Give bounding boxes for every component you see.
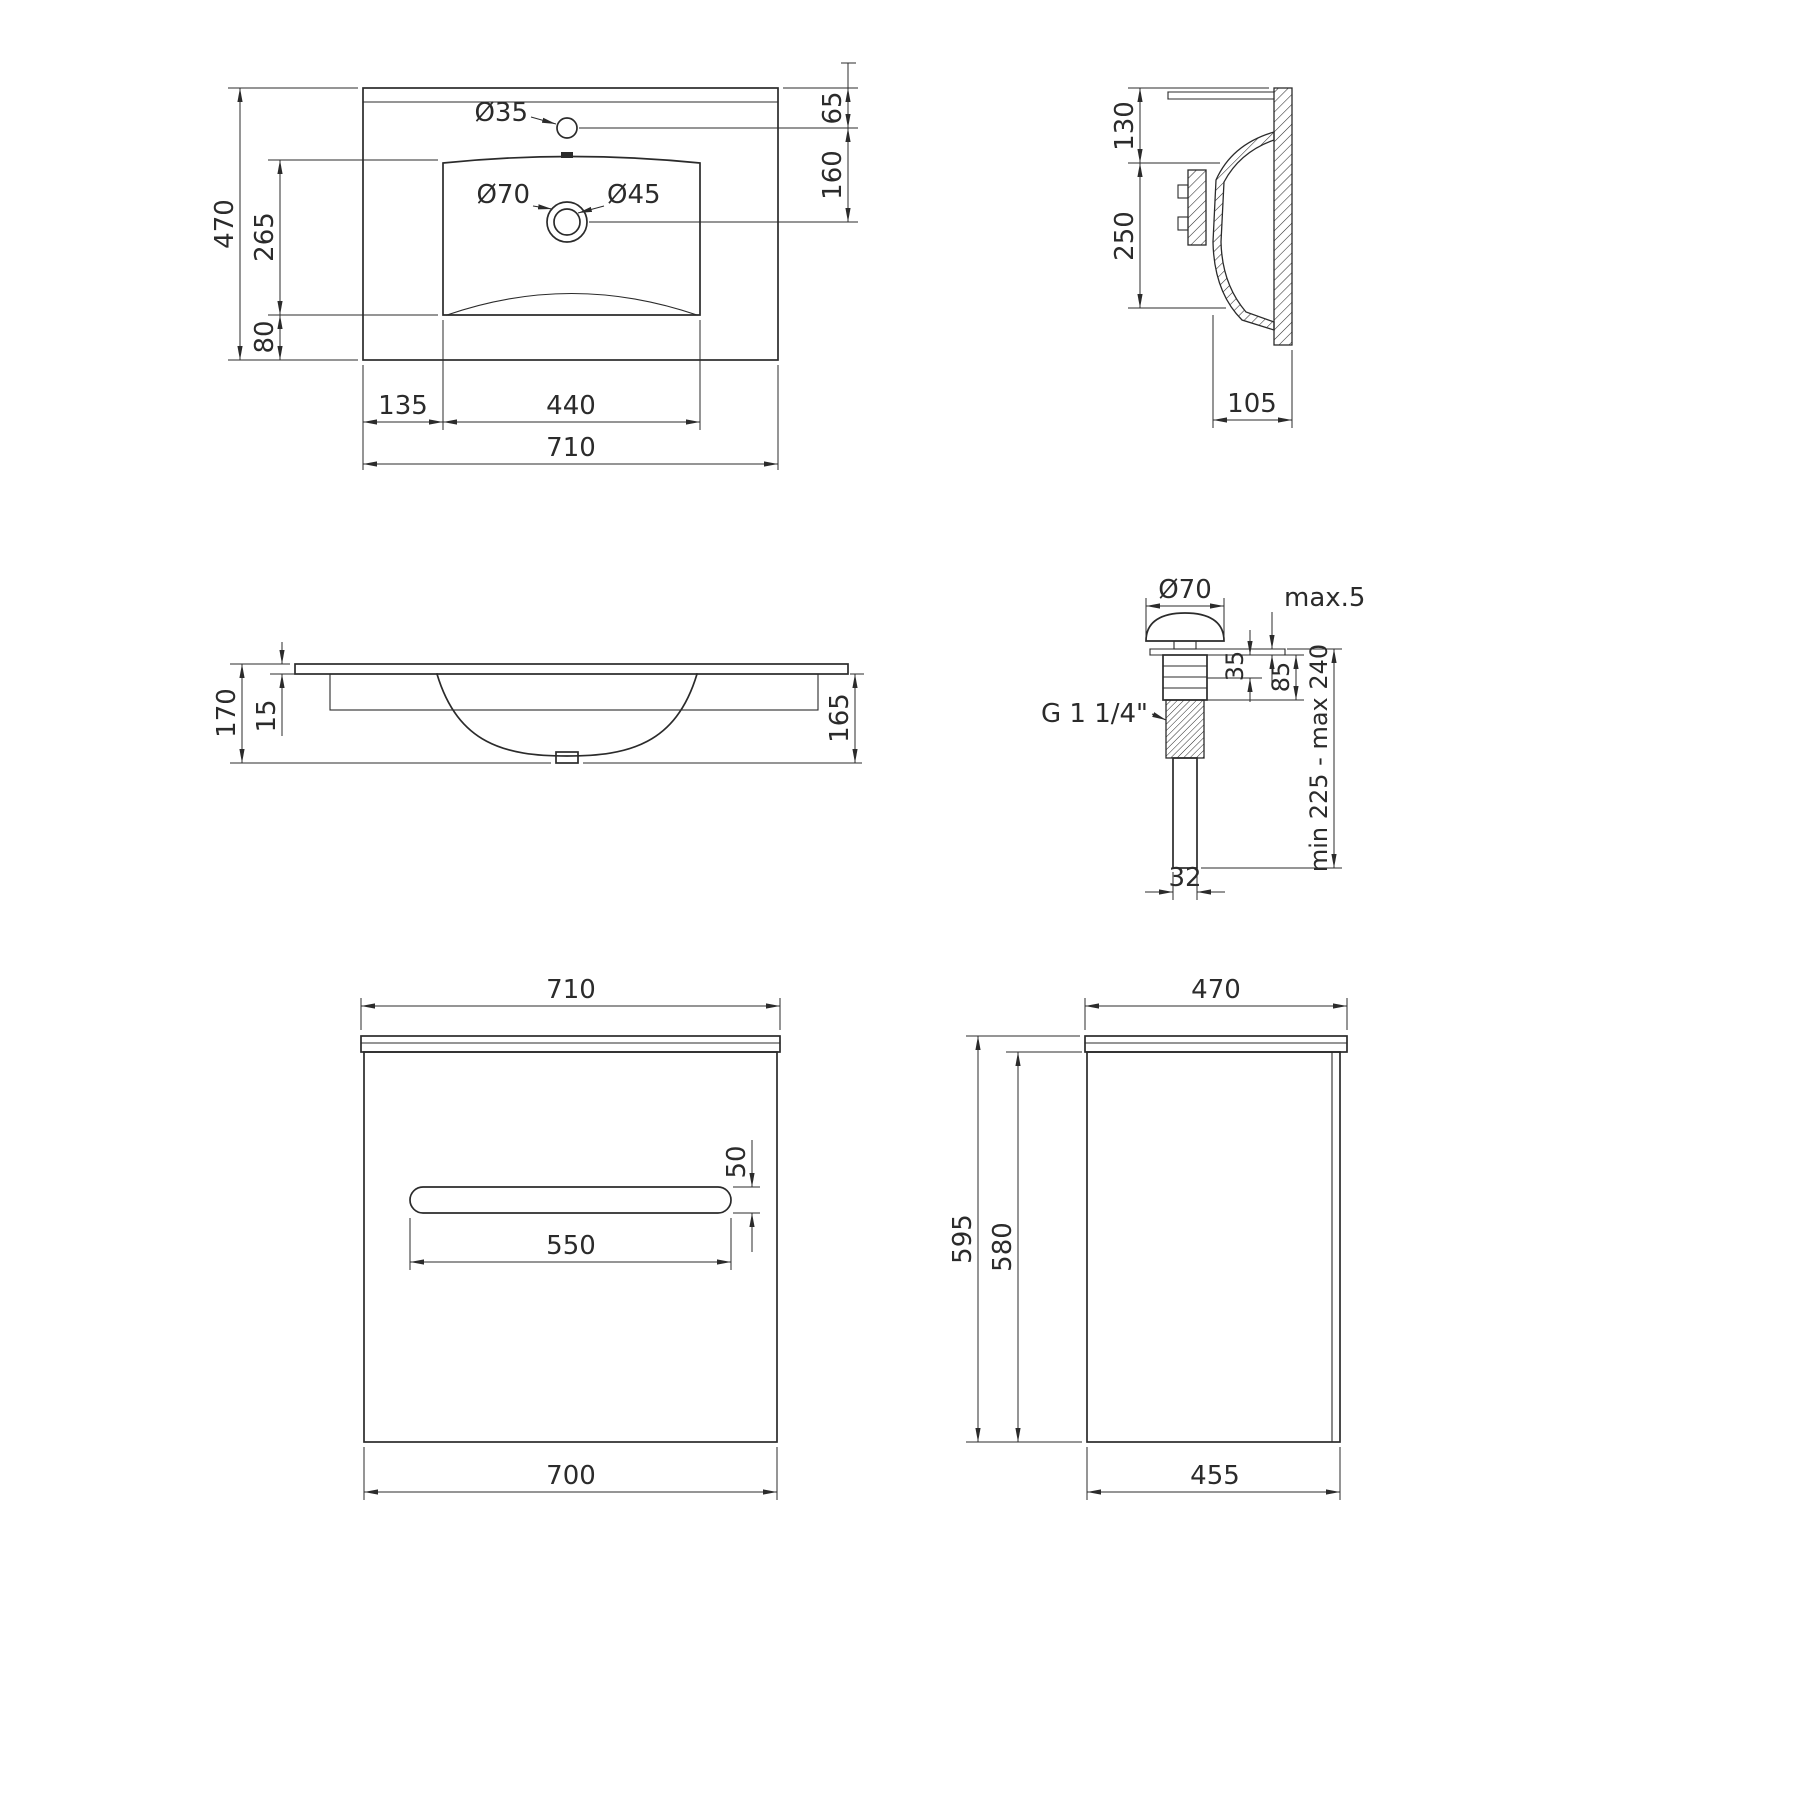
leader-thread <box>1151 712 1167 721</box>
sink-top-outline <box>362 87 779 361</box>
drain-cap-stem <box>1173 640 1197 650</box>
label-drain-inner-dia: Ø45 <box>607 180 661 210</box>
mounting-tab-lower <box>1177 216 1189 231</box>
basin-outline <box>442 155 701 316</box>
dim-drain-offset: 160 <box>818 150 848 200</box>
view-drain-detail: Ø70 max.5 35 85 G 1 1/4" min 225 - max 2… <box>1041 575 1365 900</box>
bowl-wall-section <box>1212 131 1275 331</box>
drain-hole-outer <box>546 201 588 243</box>
dim-cabinet-body-width: 700 <box>546 1461 596 1491</box>
ceramic-top-slab <box>294 663 849 675</box>
dim-cabinet-depth: 470 <box>1191 975 1241 1005</box>
mounting-tab-upper <box>1177 184 1189 199</box>
drain-stub <box>555 751 579 764</box>
view-sink-side-section: 130 250 105 <box>1110 87 1293 428</box>
dim-handle-width: 550 <box>546 1231 596 1261</box>
dim-front-total-height: 170 <box>212 688 242 738</box>
mounting-block-section <box>1187 169 1207 246</box>
leader-drain-outer <box>532 204 553 210</box>
dim-basin-width: 440 <box>546 391 596 421</box>
cabinet-side-dimensions: 470 595 580 455 <box>948 975 1348 1500</box>
cabinet-top-slab-front <box>360 1035 781 1053</box>
front-wall-section <box>1273 87 1293 346</box>
sink-top-dimensions: 470 265 80 65 160 135 440 710 <box>210 62 858 470</box>
dim-sink-total-depth: 470 <box>210 199 240 249</box>
bowl-curve <box>435 672 699 757</box>
view-sink-front-section: 170 15 165 <box>212 642 864 764</box>
dim-cabinet-width: 710 <box>546 975 596 1005</box>
dim-flange-height: 35 <box>1221 651 1249 682</box>
dim-pipe-dia: 32 <box>1168 863 1201 893</box>
cabinet-top-slab-side <box>1084 1035 1348 1053</box>
dim-faucet-offset: 65 <box>818 91 848 124</box>
dim-rim-height: 130 <box>1110 101 1140 151</box>
basin-flange-box <box>329 673 819 711</box>
drain-dimensions: Ø70 max.5 35 85 G 1 1/4" min 225 - max 2… <box>1041 575 1365 900</box>
dim-cabinet-total-height: 595 <box>948 1214 978 1264</box>
label-faucet-hole-dia: Ø35 <box>474 98 528 128</box>
dim-bowl-height: 165 <box>825 693 855 743</box>
sink-front-dimensions: 170 15 165 <box>212 642 864 764</box>
drain-cap <box>1145 612 1225 642</box>
dim-basin-left-offset: 135 <box>378 391 428 421</box>
label-thread: G 1 1/4" <box>1041 699 1148 729</box>
view-sink-top: Ø35 Ø70 Ø45 470 265 80 65 160 <box>210 62 858 470</box>
dim-cap-dia: Ø70 <box>1158 575 1212 605</box>
dim-cabinet-body-height: 580 <box>988 1222 1018 1272</box>
dim-bowl-depth: 250 <box>1110 211 1140 261</box>
dim-handle-height: 50 <box>722 1145 752 1178</box>
drain-thread <box>1165 699 1205 759</box>
sink-side-dimensions: 130 250 105 <box>1110 87 1293 428</box>
cabinet-body-side <box>1086 1051 1341 1443</box>
leader-drain-inner <box>577 205 605 214</box>
dim-basin-length: 265 <box>250 212 280 262</box>
dim-body-height: 85 <box>1267 662 1295 693</box>
handle-recess <box>409 1186 732 1214</box>
dim-bottom-width: 105 <box>1227 389 1277 419</box>
dim-max-gap: max.5 <box>1284 583 1365 613</box>
view-cabinet-front: 710 50 550 700 <box>360 975 781 1500</box>
drain-hole-inner <box>553 208 581 236</box>
overflow-slot <box>561 152 573 158</box>
faucet-hole <box>556 117 578 139</box>
view-cabinet-side: 470 595 580 455 <box>948 975 1348 1500</box>
cabinet-body-front <box>363 1051 778 1443</box>
cabinet-front-dimensions: 710 50 550 700 <box>360 975 781 1500</box>
drain-tail-pipe <box>1172 757 1198 869</box>
dim-sink-total-width: 710 <box>546 433 596 463</box>
basin-floor-curve <box>446 293 698 316</box>
label-drain-outer-dia: Ø70 <box>476 180 530 210</box>
dim-top-thickness: 15 <box>252 699 282 732</box>
leader-faucet-hole <box>530 116 557 125</box>
dim-cabinet-body-depth: 455 <box>1190 1461 1240 1491</box>
dim-front-edge: 80 <box>250 320 280 353</box>
dim-length-range: min 225 - max 240 <box>1305 644 1333 872</box>
